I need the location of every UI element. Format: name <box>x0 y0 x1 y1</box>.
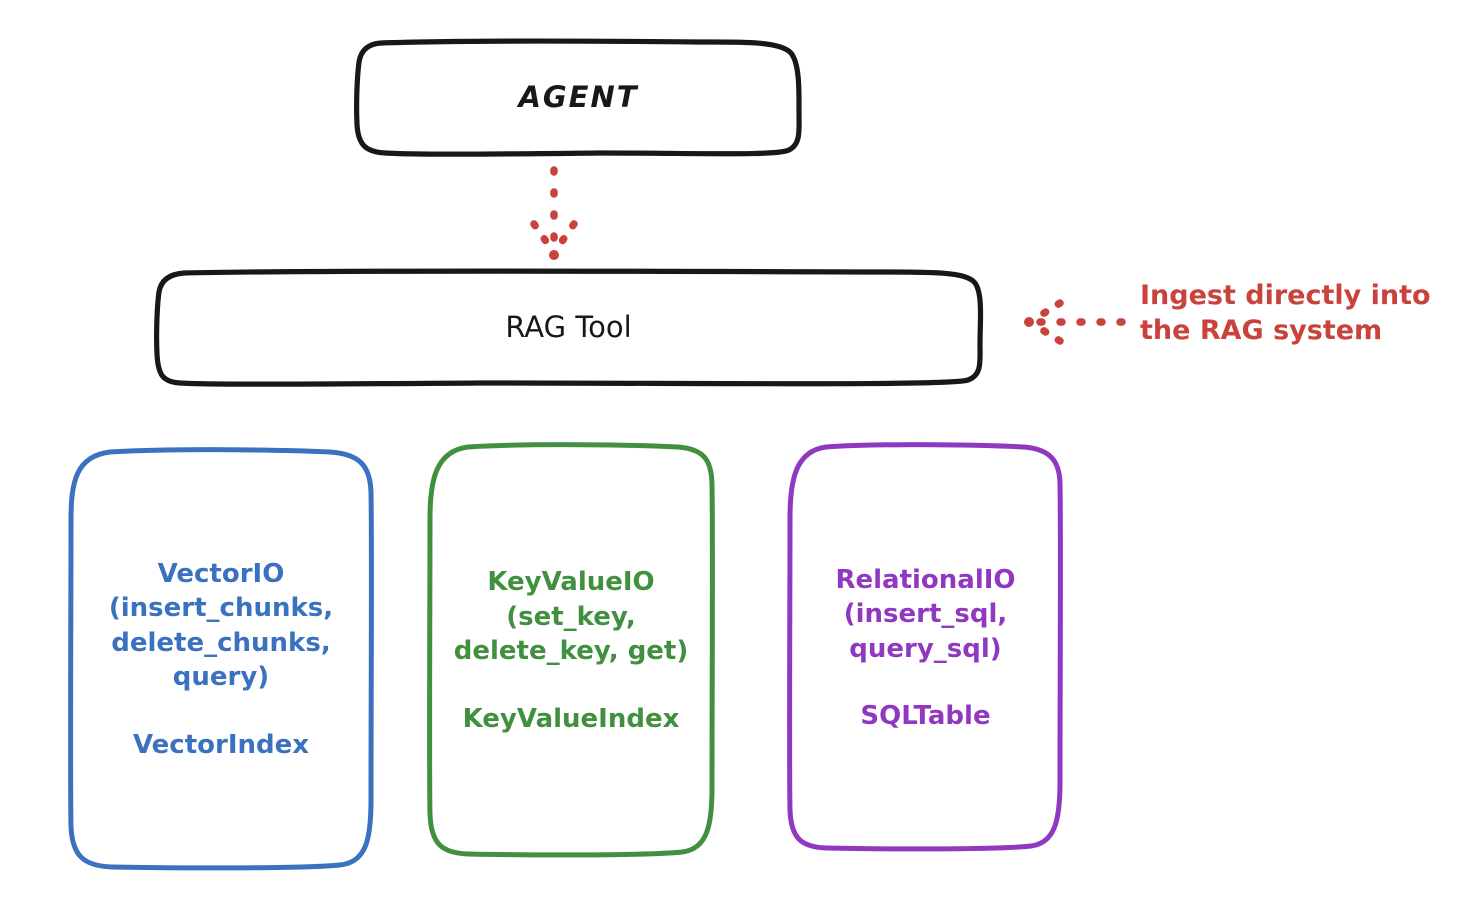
ingest-arrow <box>1024 299 1126 345</box>
vector-io-node[interactable]: VectorIO (insert_chunks, delete_chunks, … <box>70 450 372 869</box>
agent-box-shape[interactable] <box>354 38 802 157</box>
vector-io-index-label: VectorIndex <box>132 730 310 761</box>
key-value-io-node[interactable]: KeyValueIO (set_key, delete_key, get) Ke… <box>430 445 712 856</box>
key-value-io-index-label: KeyValueIndex <box>462 703 680 734</box>
vector-io-api-label: VectorIO (insert_chunks, delete_chunks, … <box>108 558 334 693</box>
agent-label: AGENT <box>518 80 639 115</box>
agent-to-rag-tool-arrow <box>530 166 578 260</box>
relational-io-api-label: RelationalIO (insert_sql, query_sql) <box>835 564 1016 664</box>
rag-tool-box-shape[interactable] <box>154 268 984 387</box>
relational-io-node[interactable]: RelationalIO (insert_sql, query_sql) SQL… <box>790 445 1061 851</box>
ingest-annotation-label: Ingest directly into the RAG system <box>1140 280 1431 347</box>
agent-node[interactable]: AGENT <box>357 42 800 154</box>
vector-io-box-shape[interactable] <box>68 447 374 871</box>
key-value-io-box-shape[interactable] <box>427 442 715 858</box>
key-value-io-api-label: KeyValueIO (set_key, delete_key, get) <box>453 567 689 667</box>
relational-io-box-shape[interactable] <box>787 442 1063 852</box>
rag-tool-node[interactable]: RAG Tool <box>157 272 980 383</box>
relational-io-index-label: SQLTable <box>860 701 991 732</box>
rag-tool-label: RAG Tool <box>505 309 632 344</box>
